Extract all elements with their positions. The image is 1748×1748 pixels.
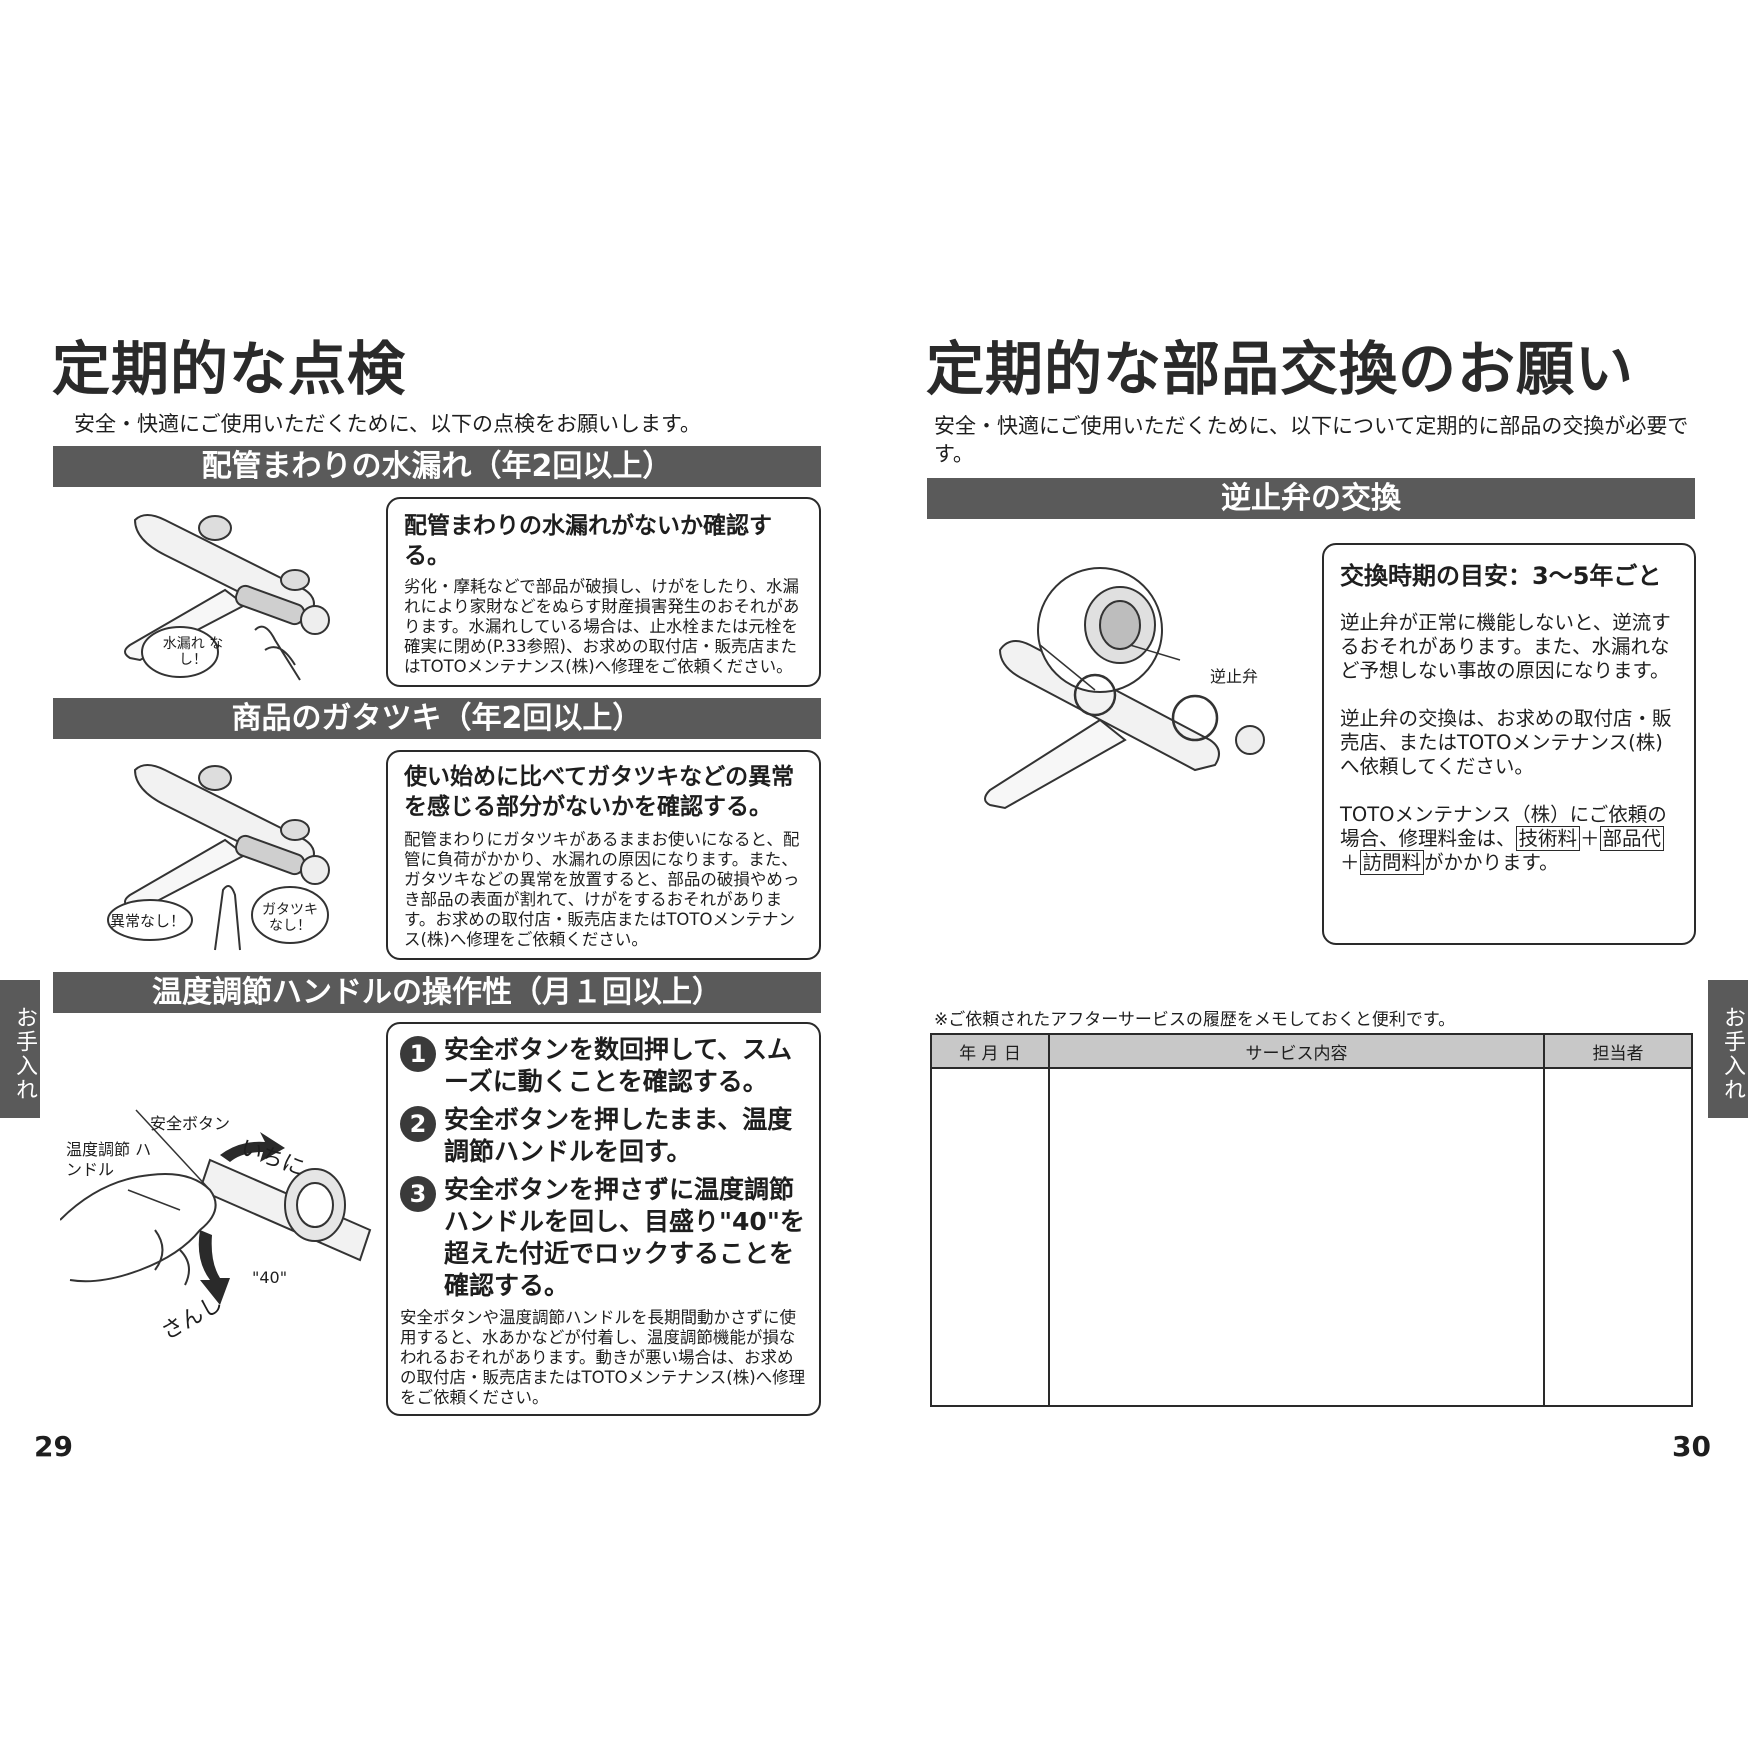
table-cell-staff[interactable] xyxy=(1543,1067,1693,1407)
faucet-illustration-wobble xyxy=(107,764,330,951)
table-row xyxy=(930,1067,1693,1407)
page-number-left: 29 xyxy=(34,1430,73,1463)
label-scale-40: "40" xyxy=(252,1268,288,1287)
valve-illustration xyxy=(984,567,1265,810)
step-number-3: 3 xyxy=(400,1176,436,1212)
page-title-left: 定期的な点検 xyxy=(52,335,407,403)
step-text-3: 安全ボタンを押さずに温度調節ハンドルを回し、目盛り"40"を超えた付近でロックす… xyxy=(444,1175,805,1300)
table-cell-service[interactable] xyxy=(1048,1067,1545,1407)
step-text-1: 安全ボタンを数回押して、スムーズに動くことを確認する。 xyxy=(444,1035,793,1096)
step-1: 1 安全ボタンを数回押して、スムーズに動くことを確認する。 xyxy=(400,1034,807,1098)
check-head-water-leak: 配管まわりの水漏れがないか確認する。 xyxy=(404,513,772,569)
side-tab-right: お手入れ xyxy=(1708,980,1748,1118)
valve-info-box: 交換時期の目安：3～5年ごと 逆止弁が正常に機能しないと、逆流するおそれがありま… xyxy=(1322,543,1696,945)
valve-para-fee: TOTOメンテナンス（株）にご依頼の場合、修理料金は、技術料＋部品代＋訪問料がか… xyxy=(1340,803,1678,875)
table-header-staff: 担当者 xyxy=(1543,1033,1693,1069)
check-box-wobble: 使い始めに比べてガタツキなどの異常を感じる部分がないかを確認する。 配管まわりに… xyxy=(386,750,821,960)
intro-left: 安全・快適にご使用いただくために、以下の点検をお願いします。 xyxy=(74,412,701,436)
check-head-wobble: 使い始めに比べてガタツキなどの異常を感じる部分がないかを確認する。 xyxy=(404,764,795,820)
valve-para-risk: 逆止弁が正常に機能しないと、逆流するおそれがあります。また、水漏れなど予想しない… xyxy=(1340,611,1671,682)
valve-para-request: 逆止弁の交換は、お求めの取付店・販売店、またはTOTOメンテナンス(株)へ依頼し… xyxy=(1340,707,1672,778)
check-box-water-leak: 配管まわりの水漏れがないか確認する。 劣化・摩耗などで部品が破損し、けがをしたり… xyxy=(386,497,821,687)
fee-text-suffix: がかかります。 xyxy=(1424,851,1559,874)
callout-no-leak: 水漏れ なし！ xyxy=(162,636,224,668)
step-2: 2 安全ボタンを押したまま、温度調節ハンドルを回す。 xyxy=(400,1104,807,1168)
check-box-handle: 1 安全ボタンを数回押して、スムーズに動くことを確認する。 2 安全ボタンを押し… xyxy=(386,1022,821,1416)
fee-visit: 訪問料 xyxy=(1359,850,1425,875)
fee-labor: 技術料 xyxy=(1515,826,1581,851)
section-bar-check-valve: 逆止弁の交換 xyxy=(927,478,1695,519)
section-bar-wobble: 商品のガタツキ（年2回以上） xyxy=(53,698,821,739)
service-history-table: 年 月 日 サービス内容 担当者 xyxy=(930,1033,1693,1407)
label-temperature-handle: 温度調節 ハンドル xyxy=(66,1140,152,1179)
page-number-right: 30 xyxy=(1672,1430,1711,1463)
intro-right: 安全・快適にご使用いただくために、以下について定期的に部品の交換が必要です。 xyxy=(934,414,1689,466)
step-number-1: 1 xyxy=(400,1036,436,1072)
check-body-handle: 安全ボタンや温度調節ハンドルを長期間動かさずに使用すると、水あかなどが付着し、温… xyxy=(400,1308,806,1407)
faucet-illustration-leak xyxy=(124,514,330,681)
fee-parts: 部品代 xyxy=(1599,826,1665,851)
table-header-service: サービス内容 xyxy=(1048,1033,1545,1069)
fee-plus-2: ＋ xyxy=(1340,851,1360,874)
callout-no-abnormality: 異常なし！ xyxy=(110,912,186,930)
memo-note: ※ご依頼されたアフターサービスの履歴をメモしておくと便利です。 xyxy=(934,1010,1456,1030)
table-header-date: 年 月 日 xyxy=(930,1033,1050,1069)
side-tab-left: お手入れ xyxy=(0,980,40,1118)
section-bar-water-leak: 配管まわりの水漏れ（年2回以上） xyxy=(53,446,821,487)
label-safety-button: 安全ボタン xyxy=(150,1114,231,1133)
step-3: 3 安全ボタンを押さずに温度調節ハンドルを回し、目盛り"40"を超えた付近でロッ… xyxy=(400,1174,807,1302)
valve-interval: 交換時期の目安：3～5年ごと xyxy=(1340,562,1662,590)
page-title-right: 定期的な部品交換のお願い xyxy=(926,335,1635,403)
table-cell-date[interactable] xyxy=(930,1067,1050,1407)
step-number-2: 2 xyxy=(400,1106,436,1142)
section-bar-handle: 温度調節ハンドルの操作性（月１回以上） xyxy=(53,972,821,1013)
label-check-valve: 逆止弁 xyxy=(1210,667,1259,686)
fee-text-prefix: TOTOメンテナンス（株）にご依頼の場合、修理料金は、 xyxy=(1340,803,1667,850)
step-text-2: 安全ボタンを押したまま、温度調節ハンドルを回す。 xyxy=(444,1105,793,1166)
handle-illustration xyxy=(60,1109,372,1305)
fee-plus-1: ＋ xyxy=(1580,827,1600,850)
check-body-water-leak: 劣化・摩耗などで部品が破損し、けがをしたり、水漏れにより家財などをぬらす財産損害… xyxy=(404,577,800,676)
check-body-wobble: 配管まわりにガタツキがあるままお使いになると、配管に負荷がかかり、水漏れの原因に… xyxy=(404,830,800,949)
callout-no-wobble: ガタツキ なし！ xyxy=(262,902,318,934)
